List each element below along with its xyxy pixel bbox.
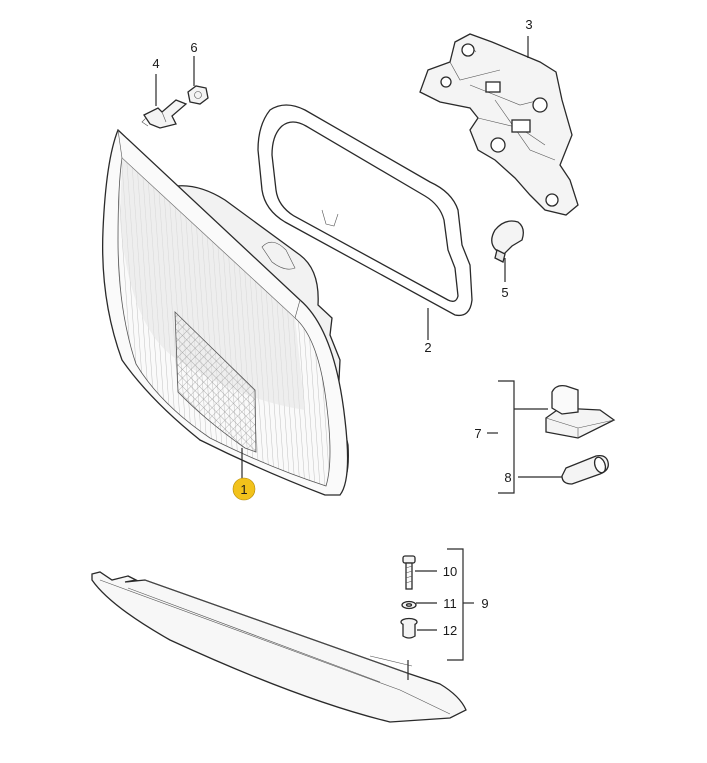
callout-5: 5 bbox=[501, 285, 508, 300]
callout-7: 7 bbox=[474, 426, 481, 441]
callout-8: 8 bbox=[504, 470, 511, 485]
callout-12: 12 bbox=[443, 623, 457, 638]
trim-panel bbox=[91, 571, 467, 723]
callout-11: 11 bbox=[443, 596, 457, 611]
callout-2: 2 bbox=[424, 340, 431, 355]
leader-lines bbox=[155, 36, 562, 680]
callout-4: 4 bbox=[152, 56, 159, 71]
grommet bbox=[400, 617, 418, 639]
socket bbox=[545, 384, 616, 439]
washer bbox=[401, 600, 417, 610]
mounting-stud bbox=[141, 99, 188, 129]
callout-10: 10 bbox=[443, 564, 457, 579]
tail-lamp-lens bbox=[102, 128, 349, 496]
bulb-holder-board bbox=[419, 33, 579, 216]
nut bbox=[187, 85, 209, 105]
callout-3: 3 bbox=[525, 17, 532, 32]
callout-1-highlight bbox=[232, 477, 256, 501]
lamp-gasket bbox=[257, 104, 473, 317]
callout-9: 9 bbox=[481, 596, 488, 611]
callout-6: 6 bbox=[190, 40, 197, 55]
bulb bbox=[491, 220, 524, 263]
callout-1: 1 bbox=[240, 482, 247, 497]
small-bulb bbox=[561, 454, 609, 485]
screw bbox=[402, 555, 416, 590]
